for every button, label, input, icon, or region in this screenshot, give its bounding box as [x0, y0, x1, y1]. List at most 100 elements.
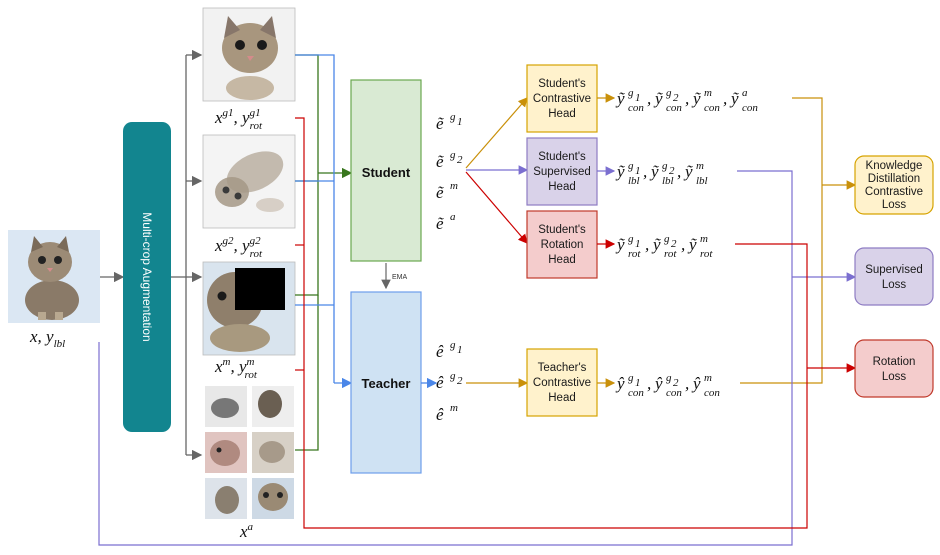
svg-text:g: g	[628, 372, 634, 384]
svg-text:ẽ: ẽ	[436, 214, 444, 233]
svg-text:ỹ: ỹ	[615, 89, 625, 108]
local-crops-images	[205, 386, 294, 519]
svg-text:Head: Head	[548, 392, 576, 404]
svg-text:ê: ê	[436, 373, 444, 392]
svg-text:rot: rot	[700, 248, 713, 260]
svg-text:Distillation: Distillation	[868, 173, 920, 185]
augmentation-label: Multi-crop Augmentation	[140, 212, 154, 341]
svg-text:,: ,	[685, 89, 689, 108]
student-contrastive-head: Student's Contrastive Head	[526, 64, 598, 133]
svg-text:Contrastive: Contrastive	[865, 186, 923, 198]
svg-text:2: 2	[673, 377, 679, 389]
svg-text:ŷ: ŷ	[691, 374, 701, 393]
svg-text:ỹ: ỹ	[653, 89, 663, 108]
embedding-to-student-rotation-arrow	[465, 171, 528, 244]
svg-text:g: g	[450, 339, 456, 351]
svg-text:ỹ: ỹ	[683, 162, 693, 181]
svg-text:Loss: Loss	[882, 199, 907, 211]
svg-text:ỹ: ỹ	[651, 235, 661, 254]
svg-text:ẽ: ẽ	[436, 152, 444, 171]
svg-text:ŷ: ŷ	[653, 374, 663, 393]
svg-text:,: ,	[645, 235, 649, 254]
svg-text:Knowledge: Knowledge	[866, 160, 923, 172]
augmentation-box	[123, 122, 171, 432]
svg-text:m: m	[450, 402, 458, 414]
svg-text:lbl: lbl	[662, 175, 674, 187]
global-crop-1-image	[202, 7, 296, 102]
supervised-loss: Supervised Loss	[854, 247, 934, 306]
svg-text:rot: rot	[628, 248, 641, 260]
teacher-contrastive-head: Teacher's Contrastive Head	[526, 348, 598, 417]
local-crops-label: xa	[239, 521, 254, 541]
supervised-to-loss-lines	[98, 170, 857, 546]
svg-text:con: con	[666, 387, 682, 399]
augmentation-outgoing-arrows	[171, 49, 203, 461]
svg-text:,: ,	[647, 374, 651, 393]
svg-text:Supervised: Supervised	[865, 264, 923, 276]
svg-text:ŷ: ŷ	[615, 374, 625, 393]
ema-label: EMA	[392, 274, 408, 281]
svg-text:con: con	[628, 387, 644, 399]
svg-text:g: g	[666, 372, 672, 384]
svg-text:ỹ: ỹ	[691, 89, 701, 108]
global-crop-2-image	[202, 134, 296, 229]
svg-text:Head: Head	[548, 181, 576, 193]
svg-text:rot: rot	[664, 248, 677, 260]
svg-text:1: 1	[635, 92, 641, 104]
svg-text:Loss: Loss	[882, 371, 907, 383]
svg-text:con: con	[666, 102, 682, 114]
svg-text:m: m	[704, 87, 712, 99]
svg-text:ỹ: ỹ	[729, 89, 739, 108]
svg-text:1: 1	[457, 116, 463, 128]
svg-text:1: 1	[457, 344, 463, 356]
svg-text:g: g	[666, 87, 672, 99]
student-rotation-head: Student's Rotation Head	[526, 210, 598, 279]
svg-text:,: ,	[647, 89, 651, 108]
svg-text:Student's: Student's	[538, 224, 586, 236]
svg-text:ẽ: ẽ	[436, 183, 444, 202]
svg-text:Contrastive: Contrastive	[533, 93, 591, 105]
svg-text:ẽ: ẽ	[436, 114, 444, 133]
crops-to-teacher-blue-lines	[295, 54, 353, 389]
svg-text:a: a	[450, 211, 456, 223]
svg-text:ỹ: ỹ	[615, 235, 625, 254]
rotation-to-loss-lines	[295, 117, 857, 529]
teacher-label: Teacher	[362, 376, 411, 391]
svg-text:lbl: lbl	[628, 175, 640, 187]
svg-text:g: g	[450, 149, 456, 161]
svg-text:1: 1	[635, 165, 641, 177]
svg-text:Head: Head	[548, 254, 576, 266]
svg-text:Teacher's: Teacher's	[538, 362, 587, 374]
svg-text:,: ,	[643, 162, 647, 181]
svg-text:2: 2	[669, 165, 675, 177]
svg-text:con: con	[742, 102, 758, 114]
svg-text:ê: ê	[436, 342, 444, 361]
svg-text:1: 1	[635, 238, 641, 250]
svg-text:Head: Head	[548, 108, 576, 120]
svg-text:m: m	[700, 233, 708, 245]
student-box	[350, 79, 422, 262]
svg-text:Contrastive: Contrastive	[533, 377, 591, 389]
svg-text:g: g	[664, 233, 670, 245]
svg-text:g: g	[628, 87, 634, 99]
svg-text:Loss: Loss	[882, 279, 907, 291]
svg-text:g: g	[450, 370, 456, 382]
svg-text:g: g	[628, 160, 634, 172]
svg-text:2: 2	[457, 375, 463, 387]
svg-text:g: g	[628, 233, 634, 245]
svg-text:Supervised: Supervised	[533, 166, 591, 178]
svg-text:Student's: Student's	[538, 78, 586, 90]
svg-text:1: 1	[635, 377, 641, 389]
embedding-to-student-contrastive-arrow	[465, 97, 528, 169]
svg-text:m: m	[450, 180, 458, 192]
svg-text:Rotation: Rotation	[541, 239, 584, 251]
rotation-loss: Rotation Loss	[854, 339, 934, 398]
svg-text:2: 2	[671, 238, 677, 250]
